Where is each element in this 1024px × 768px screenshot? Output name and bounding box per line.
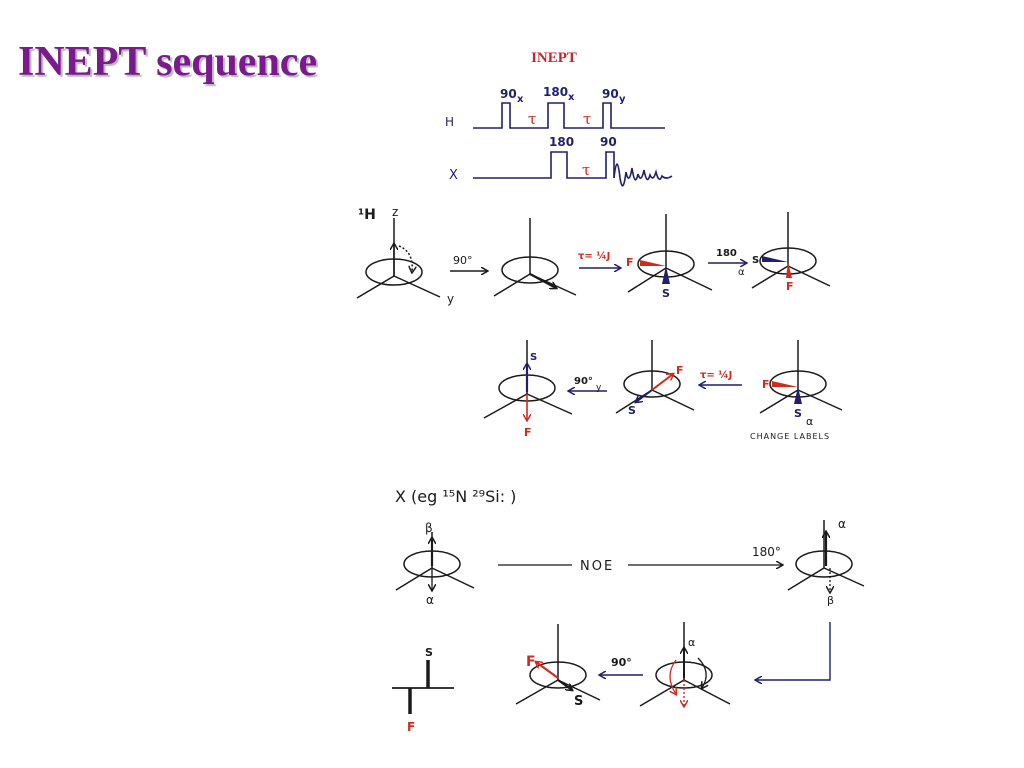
proton-frame-7-s-label: S (530, 352, 537, 363)
proton-frame-3-f-vector (640, 260, 666, 266)
x-arrow-90-label: 90° (611, 656, 632, 669)
arrow-tau-2-label: τ= ¼J (700, 369, 732, 381)
proton-frame-6-s-label: S (628, 404, 636, 417)
x-frame-4-f-label: F (526, 654, 536, 670)
h-pulse-2-label: 180 (543, 85, 568, 99)
proton-frame-4-s-label: S (752, 255, 759, 266)
proton-frame-4 (751, 212, 831, 289)
spectrum-f-label: F (407, 720, 415, 734)
z-axis-label: z (392, 205, 398, 219)
x-connector (756, 622, 831, 680)
proton-frame-5-s-label: S (794, 407, 802, 420)
proton-frame-3-f-label: F (626, 256, 634, 269)
x-180-label: 180° (752, 545, 781, 559)
x-frame-2-alpha-label: α (838, 517, 846, 531)
x-frame-4-s-label: S (574, 694, 583, 709)
change-labels-note: CHANGE LABELS (750, 432, 830, 441)
x-frame-1 (395, 532, 475, 591)
x-frame-4-s-vector (557, 679, 572, 690)
h-pulse-1-sub: x (517, 94, 524, 105)
x-frame-2 (787, 520, 865, 591)
x-frame-3-rotation-arc-2 (697, 657, 706, 688)
proton-frame-7-f-label: F (524, 426, 532, 439)
tau-label-2: τ (583, 110, 591, 128)
proton-frame-2 (493, 218, 577, 297)
pulse-sequence (473, 102, 673, 187)
y-axis-label: y (447, 292, 454, 306)
x-frame-1-alpha-label: α (426, 593, 434, 607)
h-channel-label: H (445, 115, 454, 129)
x-spectrum (392, 660, 454, 714)
tau-label-3: τ (582, 161, 590, 179)
x-frame-4-f-vector (536, 662, 559, 679)
proton-frame-6-f-label: F (676, 364, 684, 377)
proton-frame-5-alpha: α (806, 415, 813, 428)
tau-label-1: τ (528, 110, 536, 128)
proton-frame-5-f-label: F (762, 378, 770, 391)
proton-frame-4-f-label: F (786, 280, 794, 293)
noe-label: NOE (580, 559, 614, 574)
h-pulse-2-sub: x (568, 92, 575, 103)
spectrum-s-label: S (425, 646, 433, 659)
proton-frame-5-s-vector (794, 387, 802, 404)
x-frame-2-beta-label: β (827, 594, 834, 607)
arrow-180-sub: α (738, 267, 745, 278)
h-pulse-3-label: 90 (602, 87, 619, 101)
proton-frame-6-s-vector (636, 389, 653, 402)
arrow-180-label: 180 (716, 248, 737, 259)
h-pulse-1-label: 90 (500, 87, 517, 101)
proton-frame-5-f-vector (772, 381, 798, 387)
fid-signal (613, 163, 673, 187)
x-frame-1-beta-label: β (425, 521, 433, 535)
proton-label: ¹H (358, 207, 376, 223)
x-pulse-2-label: 90 (600, 135, 617, 149)
proton-frame-3 (627, 214, 713, 293)
sequence-title: INEPT (531, 50, 577, 66)
x-section-title: X (eg ¹⁵N ²⁹Si: ) (395, 487, 516, 506)
x-channel-line (473, 151, 615, 179)
proton-frame-1 (356, 218, 441, 299)
h-channel-line (473, 102, 665, 129)
x-channel-label: X (449, 168, 458, 183)
arrow-90y-sub: y (596, 383, 602, 393)
h-pulse-3-sub: y (619, 94, 626, 105)
x-pulse-1-label: 180 (549, 135, 574, 149)
proton-frame-4-f-vector (786, 262, 792, 278)
proton-frame-3-s-vector (662, 266, 670, 284)
proton-frame-6-f-vector (651, 374, 673, 391)
x-frame-3-alpha-label: α (688, 636, 695, 649)
x-frame-3-rotation-arc-1 (670, 659, 676, 694)
slide-title: INEPT sequence (18, 39, 318, 85)
proton-frame-3-s-label: S (662, 287, 670, 300)
proton-frame-4-s-vector (762, 256, 788, 262)
arrow-tau-1-label: τ= ¼J (578, 250, 610, 262)
arrow-90-label: 90° (453, 254, 473, 267)
arrow-90y-label: 90° (574, 376, 593, 387)
